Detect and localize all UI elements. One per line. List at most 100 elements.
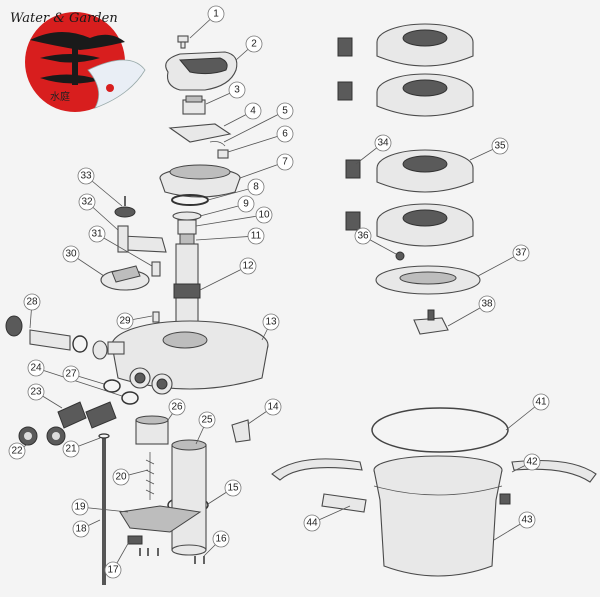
label-circle <box>276 102 294 120</box>
label-circle <box>237 195 255 213</box>
part-label-31: 31 <box>88 225 153 267</box>
part-label-13: 13 <box>261 313 280 341</box>
label-circle <box>62 245 80 263</box>
part-number: 37 <box>515 248 527 259</box>
label-circle <box>212 530 230 548</box>
part-label-11: 11 <box>195 227 265 245</box>
part-number: 43 <box>521 515 533 526</box>
leader-line <box>199 265 249 291</box>
label-circle <box>276 153 294 171</box>
part-number: 27 <box>65 369 77 380</box>
label-circle <box>264 398 282 416</box>
part-number: 12 <box>242 261 254 272</box>
label-circle <box>255 206 273 224</box>
part-31-33-handle <box>114 196 167 277</box>
part-label-7: 7 <box>239 153 294 179</box>
part-label-30: 30 <box>62 245 105 277</box>
label-circle <box>247 227 265 245</box>
part-label-24: 24 <box>27 359 123 397</box>
label-circle <box>245 35 263 53</box>
part-9-11-quartz-assembly <box>172 211 202 245</box>
part-label-10: 10 <box>195 206 273 227</box>
leader-line <box>223 110 286 143</box>
part-label-33: 33 <box>77 167 123 207</box>
part-number: 38 <box>481 299 493 310</box>
part-1-cap <box>177 35 189 49</box>
media-ring-3 <box>376 149 474 193</box>
part-number: 31 <box>91 229 103 240</box>
leader-line <box>227 133 286 153</box>
label-circle <box>62 440 80 458</box>
part-number: 20 <box>115 472 127 483</box>
part-number: 11 <box>251 231 262 242</box>
label-circle <box>228 81 246 99</box>
part-label-36: 36 <box>354 227 397 255</box>
media-ring-1 <box>376 23 474 67</box>
label-circle <box>491 137 509 155</box>
media-ring-2 <box>376 73 474 117</box>
label-circle <box>71 498 89 516</box>
logo-koi-spot <box>106 84 114 92</box>
part-label-1: 1 <box>189 5 225 39</box>
part-24-ring <box>121 391 139 405</box>
label-circle <box>116 312 134 330</box>
part-25-cylinder <box>171 439 207 556</box>
media-ring-stack <box>376 23 474 247</box>
part-number: 16 <box>215 534 227 545</box>
label-circle <box>224 479 242 497</box>
part-label-25: 25 <box>195 411 216 445</box>
label-circle <box>478 295 496 313</box>
label-circle <box>244 102 262 120</box>
part-label-5: 5 <box>223 102 294 143</box>
part-44-latch <box>321 493 367 513</box>
label-circle <box>72 520 90 538</box>
part-2-lid <box>165 51 238 91</box>
part-number: 33 <box>80 171 92 182</box>
label-circle <box>27 359 45 377</box>
label-circle <box>303 514 321 532</box>
media-ring-4 <box>376 203 474 247</box>
part-13-filter-head <box>107 320 269 395</box>
part-number: 25 <box>201 415 213 426</box>
part-label-29: 29 <box>116 312 153 330</box>
part-14-bracket <box>231 419 251 443</box>
label-circle <box>276 125 294 143</box>
part-number: 8 <box>253 182 259 193</box>
part-number: 30 <box>65 249 77 260</box>
part-label-32: 32 <box>78 193 119 231</box>
part-label-28: 28 <box>23 293 41 329</box>
part-label-15: 15 <box>207 479 242 505</box>
leader-line <box>195 235 257 241</box>
part-41-seal <box>371 407 509 453</box>
part-label-17: 17 <box>104 539 131 579</box>
part-12-tube <box>173 243 201 323</box>
part-27-ring <box>103 379 121 393</box>
part-label-35: 35 <box>469 137 509 161</box>
part-label-19: 19 <box>71 498 129 516</box>
part-number: 1 <box>213 9 219 20</box>
part-label-6: 6 <box>227 125 294 153</box>
part-20-spring <box>145 452 155 500</box>
part-28-fitting <box>5 315 108 360</box>
part-number: 2 <box>251 39 257 50</box>
part-26-valve <box>135 415 169 445</box>
part-16-17-screws <box>127 535 205 564</box>
part-label-21: 21 <box>62 437 101 458</box>
part-label-18: 18 <box>72 519 101 538</box>
part-number: 41 <box>535 397 547 408</box>
label-circle <box>247 178 265 196</box>
part-34-media-clips <box>337 37 361 231</box>
part-label-9: 9 <box>199 195 255 217</box>
part-label-22: 22 <box>8 442 29 460</box>
part-21-oring <box>98 433 110 439</box>
part-label-43: 43 <box>493 511 536 541</box>
part-4-plate <box>168 123 232 143</box>
part-43-bucket <box>373 455 503 577</box>
label-circle <box>512 244 530 262</box>
part-22-23-hose-tails <box>18 401 117 446</box>
part-number: 32 <box>81 197 93 208</box>
part-number: 36 <box>357 231 369 242</box>
logo-tree-trunk <box>72 45 78 85</box>
